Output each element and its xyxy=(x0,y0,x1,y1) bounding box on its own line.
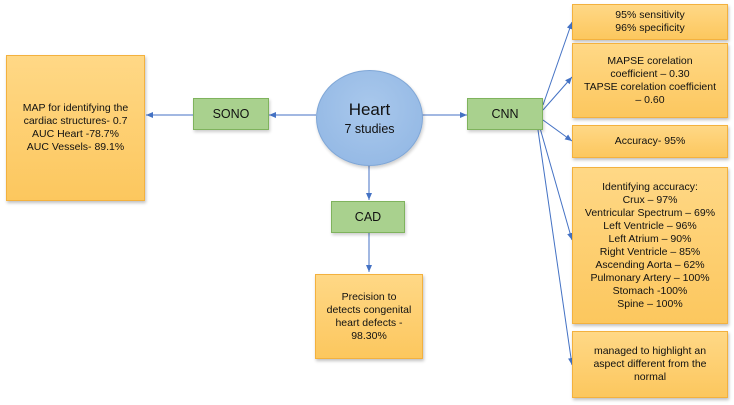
text-line: heart defects - xyxy=(335,316,403,329)
heart-subtitle: 7 studies xyxy=(344,122,395,136)
text-line: Spine – 100% xyxy=(617,297,683,310)
text-line: MAPSE corelation xyxy=(607,54,693,67)
text-line: managed to highlight an xyxy=(593,345,707,357)
arrow-cnn-to-result-1 xyxy=(542,21,573,106)
text-line: – 0.60 xyxy=(635,93,665,106)
text-line: Left Atrium – 90% xyxy=(608,232,692,245)
arrow-cnn-to-result-4 xyxy=(539,127,573,241)
text-line: Ascending Aorta – 62% xyxy=(595,258,705,271)
text-line: 96% specificity xyxy=(615,22,685,34)
sono-box: SONO xyxy=(193,98,269,130)
text-line: Stomach -100% xyxy=(612,284,688,297)
text-line: Accuracy- 95% xyxy=(614,135,686,147)
heart-node: Heart 7 studies xyxy=(316,70,423,166)
text-line: Left Ventricle – 96% xyxy=(603,219,697,232)
text-line: coefficient – 0.30 xyxy=(610,67,690,80)
text-line: 98.30% xyxy=(351,329,387,342)
arrow-cnn-to-result-3 xyxy=(542,119,573,142)
sono-label: SONO xyxy=(212,107,250,121)
cnn-result-identifying-accuracy: Identifying accuracy:Crux – 97%Ventricul… xyxy=(572,167,728,324)
text-line: normal xyxy=(633,371,667,383)
heart-title: Heart xyxy=(348,100,391,119)
text-line: TAPSE corelation coefficient xyxy=(583,80,717,93)
text-line: Crux – 97% xyxy=(622,193,678,206)
arrow-cnn-to-result-5 xyxy=(537,129,574,366)
text-line: Right Ventricle – 85% xyxy=(599,245,701,258)
cnn-label: CNN xyxy=(491,107,519,121)
text-line: cardiac structures- 0.7 xyxy=(23,115,128,127)
text-line: Identifying accuracy: xyxy=(602,180,698,193)
text-line: AUC Heart -78.7% xyxy=(32,128,119,140)
text-line: MAP for identifying the xyxy=(22,102,129,114)
text-line: Ventricular Spectrum – 69% xyxy=(584,206,716,219)
cnn-result-accuracy: Accuracy- 95% xyxy=(572,125,728,158)
arrow-cnn-to-result-2 xyxy=(542,76,573,111)
text-line: 95% sensitivity xyxy=(615,9,685,21)
cad-label: CAD xyxy=(354,210,382,224)
cnn-box: CNN xyxy=(467,98,543,130)
text-line: Pulmonary Artery – 100% xyxy=(590,271,710,284)
text-line: Precision to xyxy=(341,290,397,303)
text-line: aspect different from the xyxy=(593,358,707,370)
text-line: AUC Vessels- 89.1% xyxy=(26,141,125,153)
cad-box: CAD xyxy=(331,201,405,233)
text-line: detects congenital xyxy=(326,303,412,316)
